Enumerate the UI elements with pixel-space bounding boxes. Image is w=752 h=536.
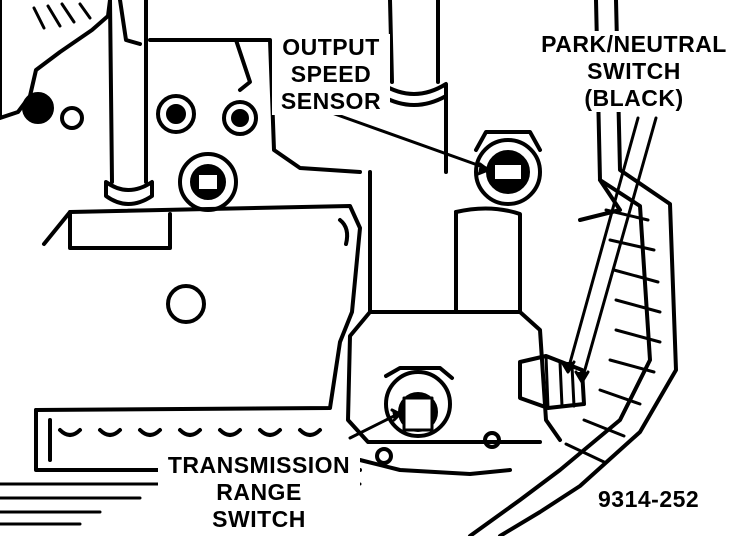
leader-lines	[316, 106, 658, 440]
main-case	[34, 204, 362, 412]
left-sensor	[178, 152, 238, 212]
pan-boss	[346, 206, 562, 444]
upper-left-bracket	[0, 0, 142, 120]
label-park-neutral-switch: PARK/NEUTRAL SWITCH (BLACK)	[536, 31, 732, 112]
park-neutral-switch	[518, 354, 586, 410]
output-speed-sensor	[474, 130, 542, 206]
figure-number: 9314-252	[598, 486, 700, 512]
label-transmission-range-switch: TRANSMISSION RANGE SWITCH	[158, 452, 360, 533]
upper-housing	[148, 38, 362, 174]
center-tube	[368, 0, 448, 314]
transmission-range-switch	[384, 366, 454, 438]
bracket-bolt	[22, 92, 84, 130]
left-tube	[104, 0, 154, 206]
wiring-harness	[468, 0, 678, 536]
label-output-speed-sensor: OUTPUT SPEED SENSOR	[272, 34, 390, 115]
